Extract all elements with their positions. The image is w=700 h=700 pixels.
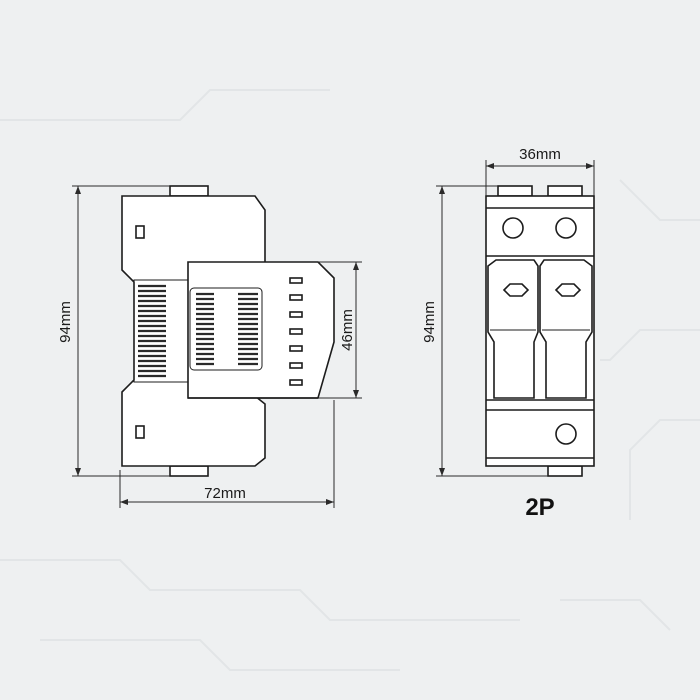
- front-top-clip-left: [497, 185, 533, 197]
- front-vent-slot: [289, 328, 303, 335]
- front-top-clip-right: [547, 185, 583, 197]
- side-top-slot: [135, 225, 145, 239]
- pole-module-right: [539, 259, 593, 399]
- side-front-fins: [196, 292, 258, 366]
- side-front-slots: [289, 277, 303, 386]
- front-vent-slot: [289, 362, 303, 369]
- front-dimensions: 36mm 94mm 2P: [421, 146, 595, 521]
- front-height-label: 94mm: [421, 301, 438, 343]
- front-vent-slot: [289, 311, 303, 318]
- front-vent-slot: [289, 294, 303, 301]
- indicator-window-left: [502, 283, 530, 297]
- front-bottom-clip: [547, 465, 583, 477]
- side-front-panel: [189, 287, 263, 371]
- side-top-clip: [169, 185, 209, 197]
- front-width-label: 36mm: [519, 146, 561, 163]
- side-dimensions: 94mm 72mm 46mm: [57, 185, 362, 508]
- side-depth-label: 46mm: [339, 309, 356, 351]
- front-vent-slot: [289, 345, 303, 352]
- background-circuit-traces: [0, 89, 700, 671]
- pole-module-left: [487, 259, 539, 399]
- pole-count-label: 2P: [525, 494, 554, 521]
- side-view: [121, 185, 335, 477]
- side-neck-fins: [138, 284, 166, 378]
- terminal-screw-bottom: [555, 423, 577, 445]
- terminal-screw-top-left: [502, 217, 524, 239]
- side-bottom-clip: [169, 465, 209, 477]
- front-vent-slot: [289, 379, 303, 386]
- terminal-screw-top-right: [555, 217, 577, 239]
- side-height-label: 94mm: [57, 301, 74, 343]
- side-width-label: 72mm: [204, 485, 246, 502]
- front-view: [485, 185, 595, 477]
- front-vent-slot: [289, 277, 303, 284]
- indicator-window-right: [554, 283, 582, 297]
- side-bottom-slot: [135, 425, 145, 439]
